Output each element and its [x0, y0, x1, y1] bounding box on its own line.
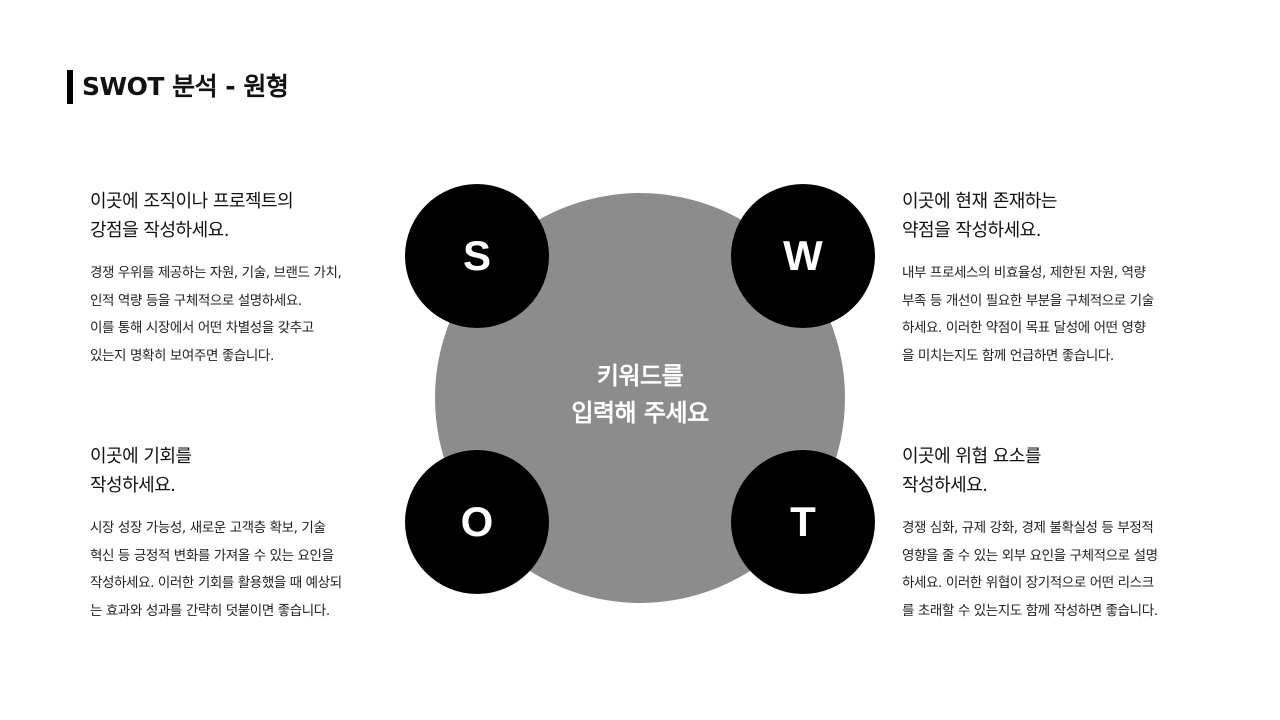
- strength-heading: 이곳에 조직이나 프로젝트의 강점을 작성하세요.: [90, 187, 390, 245]
- body-line: 있는지 명확히 보여주면 좋습니다.: [90, 347, 274, 364]
- opportunity-heading: 이곳에 기회를 작성하세요.: [90, 442, 390, 500]
- center-keyword-line: 입력해 주세요: [571, 399, 709, 427]
- body-line: 를 초래할 수 있는지도 함께 작성하면 좋습니다.: [902, 602, 1158, 619]
- heading-line: 이곳에 조직이나 프로젝트의: [90, 191, 294, 212]
- body-line: 부족 등 개선이 필요한 부분을 구체적으로 기술: [902, 292, 1154, 309]
- body-line: 하세요. 이러한 약점이 목표 달성에 어떤 영향: [902, 320, 1146, 336]
- heading-line: 이곳에 위협 요소를: [902, 446, 1041, 467]
- strength-letter: S: [462, 232, 491, 279]
- opportunity-section: 이곳에 기회를 작성하세요. 시장 성장 가능성, 새로운 고객층 확보, 기술…: [90, 442, 390, 625]
- opportunity-letter: O: [460, 498, 494, 545]
- body-line: 는 효과와 성과를 간략히 덧붙이면 좋습니다.: [90, 602, 330, 619]
- heading-line: 강점을 작성하세요.: [90, 220, 229, 241]
- body-line: 을 미치는지도 함께 언급하면 좋습니다.: [902, 347, 1114, 364]
- weakness-section: 이곳에 현재 존재하는 약점을 작성하세요. 내부 프로세스의 비효율성, 제한…: [902, 187, 1202, 370]
- strength-circle: S: [405, 184, 549, 328]
- heading-line: 작성하세요.: [90, 475, 176, 496]
- threat-section: 이곳에 위협 요소를 작성하세요. 경쟁 심화, 규제 강화, 경제 불확실성 …: [902, 442, 1202, 625]
- weakness-circle: W: [731, 184, 875, 328]
- threat-letter: T: [790, 498, 816, 545]
- body-line: 혁신 등 긍정적 변화를 가져올 수 있는 요인을: [90, 547, 334, 564]
- weakness-body: 내부 프로세스의 비효율성, 제한된 자원, 역량 부족 등 개선이 필요한 부…: [902, 260, 1202, 370]
- opportunity-body: 시장 성장 가능성, 새로운 고객층 확보, 기술 혁신 등 긍정적 변화를 가…: [90, 515, 390, 625]
- center-keyword-text: 키워드를 입력해 주세요: [500, 358, 780, 432]
- threat-circle: T: [731, 450, 875, 594]
- center-keyword-line: 키워드를: [596, 362, 684, 390]
- threat-heading: 이곳에 위협 요소를 작성하세요.: [902, 442, 1202, 500]
- opportunity-circle: O: [405, 450, 549, 594]
- heading-line: 약점을 작성하세요.: [902, 220, 1041, 241]
- heading-line: 작성하세요.: [902, 475, 988, 496]
- title-accent-bar: [67, 70, 73, 104]
- heading-line: 이곳에 현재 존재하는: [902, 191, 1057, 212]
- body-line: 작성하세요. 이러한 기회를 활용했을 때 예상되: [90, 575, 342, 591]
- body-line: 하세요. 이러한 위협이 장기적으로 어떤 리스크: [902, 575, 1154, 591]
- body-line: 경쟁 우위를 제공하는 자원, 기술, 브랜드 가치,: [90, 265, 342, 281]
- body-line: 내부 프로세스의 비효율성, 제한된 자원, 역량: [902, 265, 1146, 281]
- weakness-heading: 이곳에 현재 존재하는 약점을 작성하세요.: [902, 187, 1202, 245]
- body-line: 시장 성장 가능성, 새로운 고객층 확보, 기술: [90, 520, 326, 536]
- strength-body: 경쟁 우위를 제공하는 자원, 기술, 브랜드 가치, 인적 역량 등을 구체적…: [90, 260, 390, 370]
- heading-line: 이곳에 기회를: [90, 446, 192, 467]
- weakness-letter: W: [783, 232, 823, 279]
- body-line: 경쟁 심화, 규제 강화, 경제 불확실성 등 부정적: [902, 520, 1154, 536]
- body-line: 영향을 줄 수 있는 외부 요인을 구체적으로 설명: [902, 547, 1158, 564]
- body-line: 인적 역량 등을 구체적으로 설명하세요.: [90, 292, 302, 309]
- threat-body: 경쟁 심화, 규제 강화, 경제 불확실성 등 부정적 영향을 줄 수 있는 외…: [902, 515, 1202, 625]
- strength-section: 이곳에 조직이나 프로젝트의 강점을 작성하세요. 경쟁 우위를 제공하는 자원…: [90, 187, 390, 370]
- body-line: 이를 통해 시장에서 어떤 차별성을 갖추고: [90, 320, 314, 336]
- page-title: SWOT 분석 - 원형: [82, 72, 289, 101]
